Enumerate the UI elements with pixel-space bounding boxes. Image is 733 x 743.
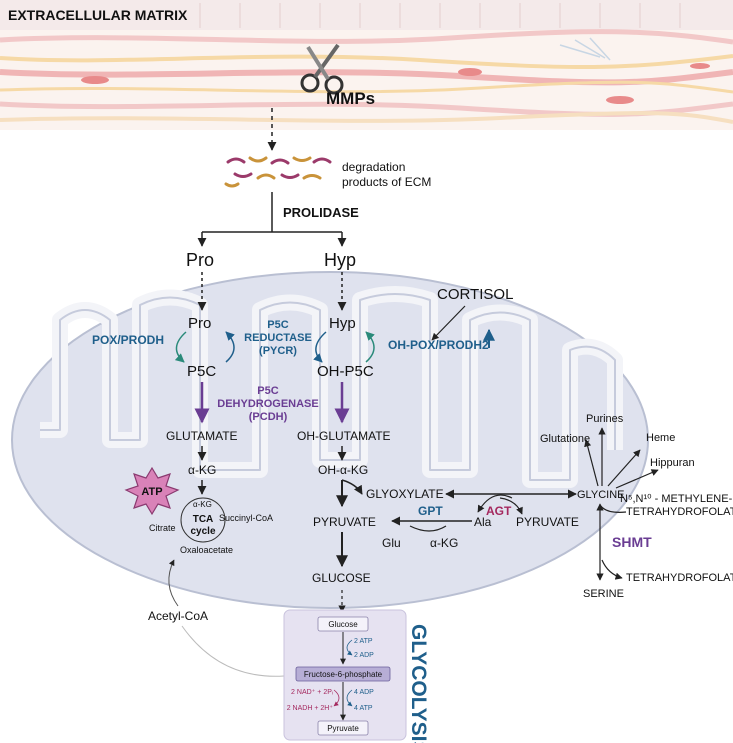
f6p-label: Fructose-6-phosphate <box>304 670 383 679</box>
akg-label: α-KG <box>188 463 216 477</box>
nad-nadh-arrow <box>333 689 340 707</box>
p5c-dh-3: (PCDH) <box>249 411 288 423</box>
atp-label: ATP <box>141 486 162 498</box>
mmps-label: MMPs <box>326 89 375 108</box>
glycine-to-glutathione-arrow <box>584 439 599 487</box>
heme-label: Heme <box>646 432 675 444</box>
p5c-reductase-3: (PYCR) <box>259 345 297 357</box>
hyp-to-ohp5c-arrow <box>365 331 375 363</box>
glycine-to-hippuran-arrow <box>615 469 659 489</box>
pro-inner-label: Pro <box>188 315 211 332</box>
adp2-label: 2 ADP <box>354 652 374 659</box>
ohakg-to-glyoxylate-arrow <box>341 479 363 495</box>
oh-pox-prodh2-enzyme: OH-POX/PRODH2 <box>388 338 489 352</box>
tca-akg-label: α-KG <box>193 500 212 509</box>
glutathione-label: Glutatione <box>540 433 590 445</box>
agt-coupling-arrow-2 <box>499 497 523 515</box>
glu-label: Glu <box>382 536 401 550</box>
gpt-akg-label: α-KG <box>430 536 458 550</box>
glu-akg-coupling-arrow <box>409 525 447 532</box>
atp2-label: 2 ATP <box>354 638 373 645</box>
pro-outside-label: Pro <box>186 250 214 270</box>
glycolysis-glucose-label: Glucose <box>328 620 358 629</box>
nad-label: 2 NAD⁺ + 2Pᵢ <box>291 689 333 696</box>
shmt-enzyme: SHMT <box>612 534 652 550</box>
methylene-thf-label-1: N⁵,N¹⁰ - METHYLENE- <box>620 493 733 505</box>
hyp-outside-label: Hyp <box>324 250 356 270</box>
atp4-label: 4 ATP <box>354 705 373 712</box>
glycine-label: GLYCINE <box>577 489 624 501</box>
p5c-dh-2: DEHYDROGENASE <box>217 398 318 410</box>
glycolysis-pyruvate-label: Pyruvate <box>327 724 359 733</box>
oh-akg-label: OH-α-KG <box>318 463 368 477</box>
pyruvate-label: PYRUVATE <box>313 515 376 529</box>
thf-arrow <box>601 559 623 580</box>
tca-label-1: TCA <box>193 514 214 525</box>
ecm-tissue-band <box>0 0 733 130</box>
hyp-inner-label: Hyp <box>329 315 356 332</box>
glycolysis-title: GLYCOLYSIS <box>407 624 430 743</box>
mitochondrion-shape <box>11 271 649 609</box>
p5c-dh-1: P5C <box>257 385 278 397</box>
cortisol-label: CORTISOL <box>437 286 513 303</box>
atp-burst-icon <box>124 466 180 516</box>
p5c-label: P5C <box>187 363 216 380</box>
tca-label-2: cycle <box>190 526 215 537</box>
f6p-box <box>295 666 391 682</box>
ecm-title: EXTRACELLULAR MATRIX <box>8 7 188 23</box>
succinyl-coa-label: Succinyl-CoA <box>219 513 273 523</box>
pyruvate-to-acetyl-arrow <box>181 625 285 677</box>
p5c-to-pro-arrow <box>225 331 235 363</box>
hippuran-label: Hippuran <box>650 457 695 469</box>
pyruvate-right-label: PYRUVATE <box>516 515 579 529</box>
agt-enzyme: AGT <box>486 504 512 518</box>
glycolysis-glucose-box <box>317 616 369 632</box>
serine-label: SERINE <box>583 588 624 600</box>
glyoxylate-label: GLYOXYLATE <box>366 487 444 501</box>
pro-to-p5c-arrow <box>174 331 187 363</box>
citrate-label: Citrate <box>149 523 176 533</box>
adp4-label: 4 ADP <box>354 689 374 696</box>
p5c-reductase-2: REDUCTASE <box>244 332 312 344</box>
thf-label: TETRAHYDROFOLATE <box>626 572 733 584</box>
nadh-label: 2 NADH + 2H⁺ <box>287 705 334 712</box>
degradation-label-2: products of ECM <box>342 175 431 189</box>
gpt-enzyme: GPT <box>418 504 443 518</box>
glutamate-label: GLUTAMATE <box>166 429 238 443</box>
pox-prodh-enzyme: POX/PRODH <box>92 333 164 347</box>
glucose-mito-label: GLUCOSE <box>312 571 371 585</box>
agt-coupling-arrow-1 <box>477 494 513 513</box>
tca-cycle-ring <box>180 497 226 543</box>
p5c-reductase-1: P5C <box>267 319 288 331</box>
glycolysis-pyruvate-box <box>317 720 369 736</box>
adp-atp-arrow <box>346 689 353 707</box>
ala-label: Ala <box>474 515 492 529</box>
degradation-label-1: degradation <box>342 160 405 174</box>
oh-glutamate-label: OH-GLUTAMATE <box>297 429 391 443</box>
prolidase-label: PROLIDASE <box>283 205 359 220</box>
degradation-fragments-icon <box>224 156 332 188</box>
glycine-to-heme-arrow <box>607 449 641 487</box>
purines-label: Purines <box>586 413 624 425</box>
cortisol-arrow <box>431 305 466 341</box>
oh-p5c-label: OH-P5C <box>317 363 374 380</box>
scissors-icon <box>300 43 344 95</box>
ohp5c-to-hyp-arrow <box>313 331 327 363</box>
acetyl-to-tca-arrow <box>168 559 179 607</box>
acetyl-coa-label: Acetyl-CoA <box>148 609 208 623</box>
atp-adp-arrow <box>346 639 353 656</box>
oxaloacetate-label: Oxaloacetate <box>180 545 233 555</box>
methylene-thf-label-2: TETRAHYDROFOLATE <box>626 506 733 518</box>
